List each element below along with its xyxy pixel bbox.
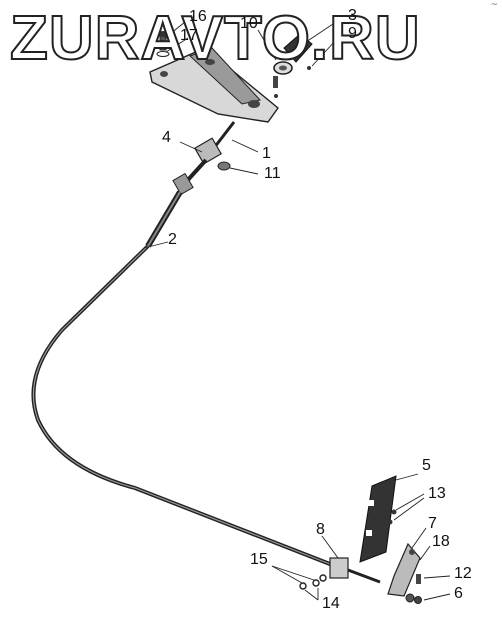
handle-knob (273, 33, 313, 98)
leader-lines (143, 21, 451, 601)
callout-14: 14 (322, 595, 340, 612)
lever-7 (387, 542, 421, 597)
bolt-16-17 (156, 31, 170, 57)
upper-bracket (149, 47, 279, 123)
clamp-8 (329, 557, 381, 584)
callout-12: 12 (454, 565, 472, 582)
washers-14-15 (299, 574, 327, 590)
cable-upper-section (145, 121, 236, 248)
callout-11: 11 (264, 165, 281, 182)
callout-6: 6 (454, 585, 463, 602)
callout-7: 7 (428, 515, 437, 532)
fastener-11 (217, 161, 231, 171)
callout-15: 15 (250, 551, 268, 568)
callout-1: 1 (262, 145, 271, 162)
callout-5: 5 (422, 457, 431, 474)
callout-17: 17 (180, 27, 198, 44)
callout-16: 16 (189, 8, 207, 25)
bracket-5 (359, 475, 397, 563)
callout-10: 10 (240, 15, 258, 32)
corner-mark: ~ (490, 0, 498, 10)
bolt-12-nut-6 (405, 574, 422, 604)
callout-4: 4 (162, 129, 171, 146)
callout-9: 9 (348, 25, 357, 42)
screws-13 (387, 509, 397, 525)
callout-13: 13 (428, 485, 446, 502)
callout-3: 3 (348, 7, 357, 24)
callout-2: 2 (168, 231, 177, 248)
callout-18: 18 (432, 533, 450, 550)
callout-8: 8 (316, 521, 325, 538)
flexible-cable (31, 244, 336, 568)
